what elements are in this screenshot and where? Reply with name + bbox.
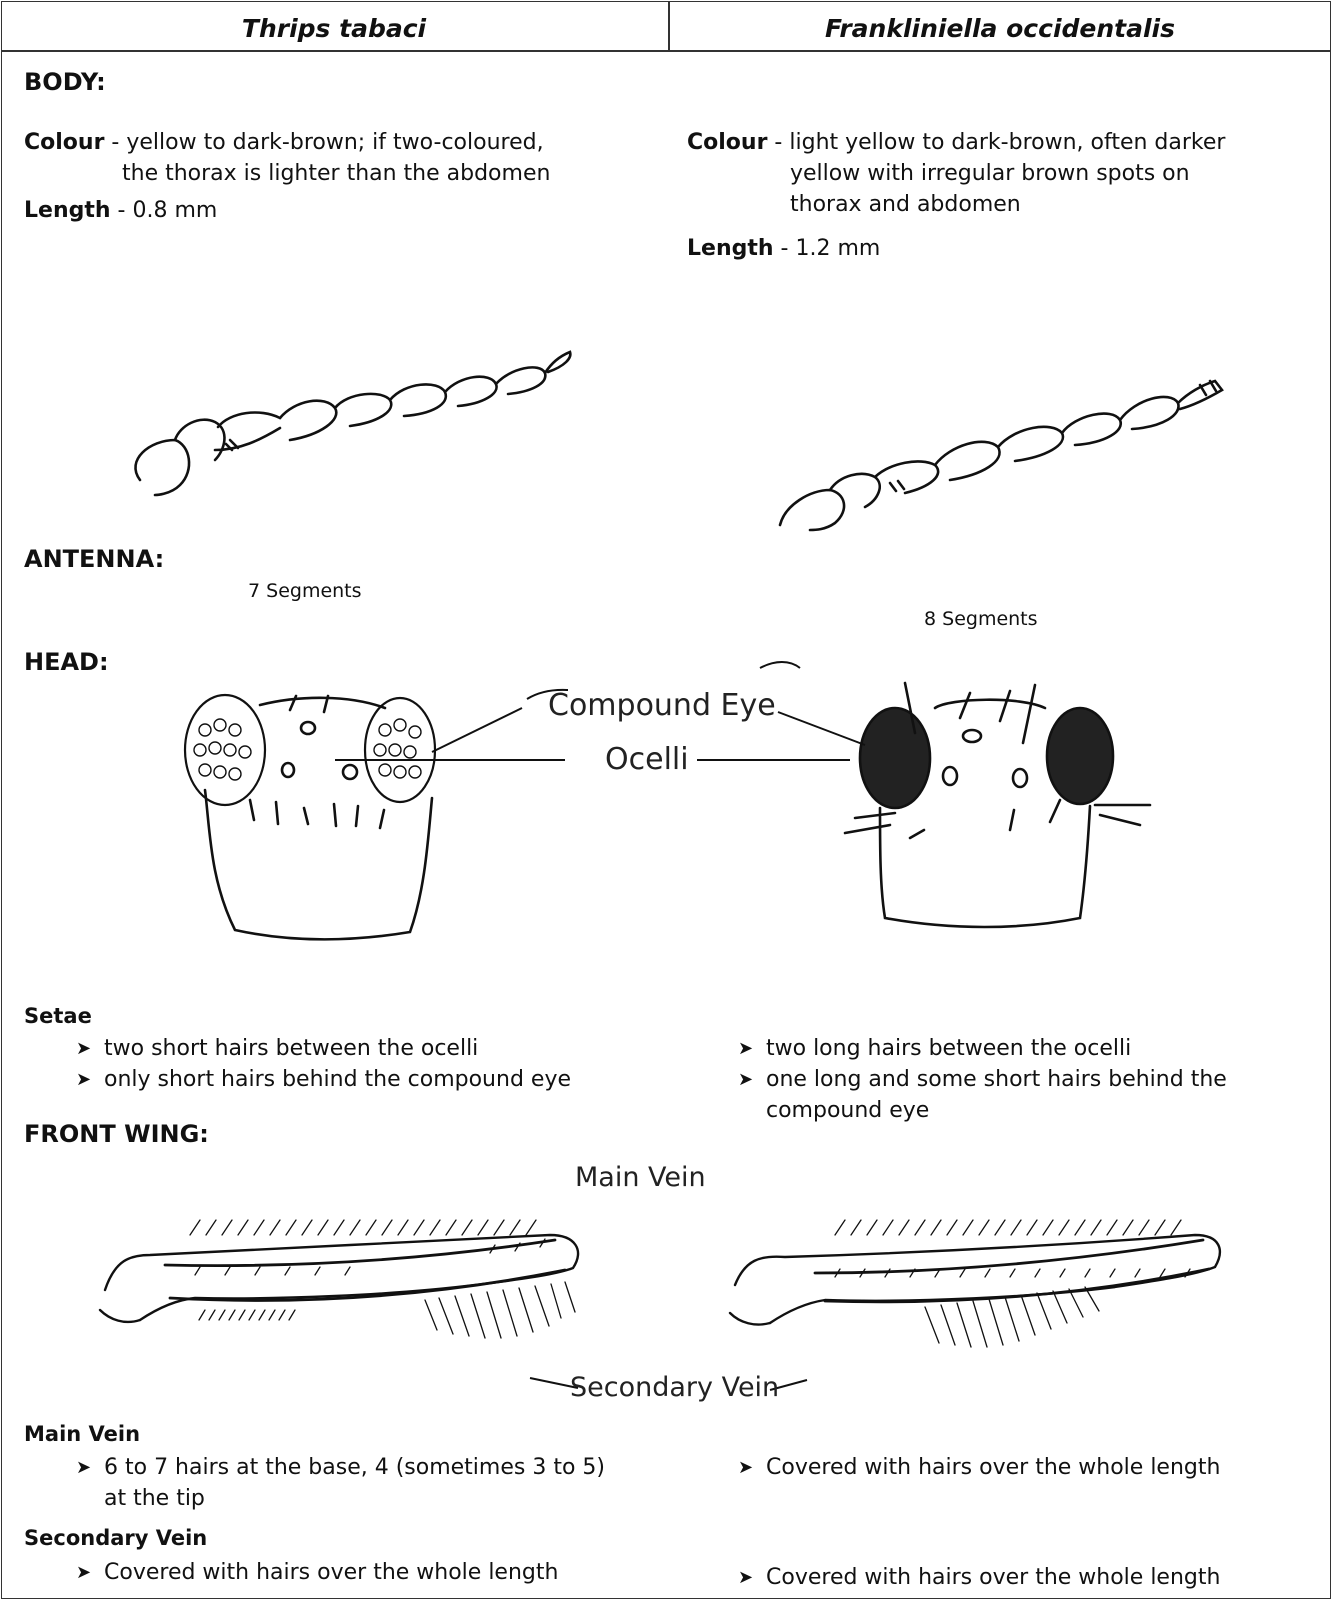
section-title-front-wing: FRONT WING: (24, 1120, 209, 1148)
secondary-vein-left-item: ➤Covered with hairs over the whole lengt… (104, 1557, 558, 1588)
arrowhead-bullet-icon: ➤ (76, 1064, 91, 1095)
label-main-vein: Main Vein (575, 1162, 706, 1193)
label-compound-eye: Compound Eye (548, 688, 776, 723)
label-secondary-vein: Secondary Vein (570, 1372, 779, 1403)
wing-left-illustration (95, 1180, 605, 1380)
setae-right-item-2: ➤one long and some short hairs behind th… (766, 1064, 1227, 1095)
bullet-text: Covered with hairs over the whole length (766, 1455, 1220, 1480)
arrowhead-bullet-icon: ➤ (738, 1033, 753, 1064)
secondary-vein-title: Secondary Vein (24, 1526, 207, 1550)
setae-right-item-1: ➤two long hairs between the ocelli (766, 1033, 1131, 1064)
bullet-text: one long and some short hairs behind the (766, 1067, 1227, 1092)
setae-left-item-2: ➤only short hairs behind the compound ey… (104, 1064, 571, 1095)
secondary-vein-right-item: ➤Covered with hairs over the whole lengt… (766, 1562, 1220, 1593)
setae-title: Setae (24, 1004, 92, 1028)
main-vein-title: Main Vein (24, 1422, 140, 1446)
wing-right-illustration (725, 1185, 1245, 1385)
setae-left-item-1: ➤two short hairs between the ocelli (104, 1033, 478, 1064)
bullet-text: 6 to 7 hairs at the base, 4 (sometimes 3… (104, 1455, 605, 1480)
arrowhead-bullet-icon: ➤ (76, 1452, 91, 1483)
arrowhead-bullet-icon: ➤ (738, 1452, 753, 1483)
bullet-text: two long hairs between the ocelli (766, 1036, 1131, 1061)
main-vein-left-item: ➤6 to 7 hairs at the base, 4 (sometimes … (104, 1452, 605, 1483)
bullet-text: Covered with hairs over the whole length (104, 1560, 558, 1585)
main-vein-left-item-cont: at the tip (104, 1483, 205, 1514)
bullet-text: two short hairs between the ocelli (104, 1036, 478, 1061)
bullet-text: Covered with hairs over the whole length (766, 1565, 1220, 1590)
main-vein-right-item: ➤Covered with hairs over the whole lengt… (766, 1452, 1220, 1483)
arrowhead-bullet-icon: ➤ (738, 1562, 753, 1593)
setae-right-item-2-cont: compound eye (766, 1095, 929, 1126)
bullet-text: only short hairs behind the compound eye (104, 1067, 571, 1092)
label-ocelli: Ocelli (605, 742, 689, 777)
arrowhead-bullet-icon: ➤ (76, 1033, 91, 1064)
arrowhead-bullet-icon: ➤ (738, 1064, 753, 1095)
arrowhead-bullet-icon: ➤ (76, 1557, 91, 1588)
